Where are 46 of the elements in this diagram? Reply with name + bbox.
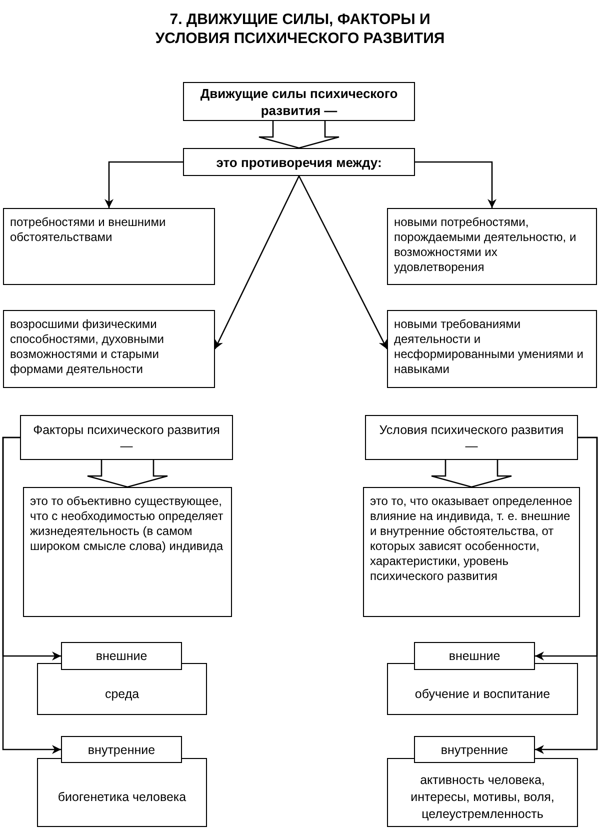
arrow (298, 176, 388, 350)
process-box (3, 310, 215, 388)
process-box (183, 82, 415, 121)
box-text: обучение и воспитание (414, 686, 550, 702)
process-box (20, 415, 233, 460)
block-arrow (86, 459, 168, 488)
process-box (387, 663, 578, 715)
box-text: биогенетика человека (58, 789, 186, 806)
box-text: это то, что оказывает определенное влияние на индивида, т. е. внешние и внутренние обстоятельства, от которых зависят особенности, характеристики, уровень психического развития (370, 494, 573, 584)
process-box (414, 642, 535, 670)
arrow (214, 176, 300, 350)
process-box (23, 487, 232, 617)
box-text: это противоречия между: (216, 154, 382, 170)
process-box (61, 736, 182, 763)
box-text: новыми потребностями, порождаемыми деятельностю, и возможностями их удовлетворения (394, 215, 578, 275)
box-text: это то объективно существующее, что с необходимостью определяет жизнедеятельность (в самом широком смысле слова) индивида (30, 494, 224, 554)
arrow (415, 161, 496, 208)
box-text: внутренние (440, 742, 508, 758)
process-box (387, 758, 578, 827)
box-text: активность человека, интересы, мотивы, воля, целеустремленность (410, 772, 556, 823)
process-box (387, 208, 597, 285)
box-text: внешние (448, 648, 500, 664)
process-box (363, 487, 580, 617)
box-text: Движущие силы психического развития — (199, 84, 399, 118)
process-box (387, 310, 597, 388)
box-text: Условия психического развития — (378, 422, 565, 454)
process-box (183, 148, 415, 176)
title: 7. ДВИЖУЩИЕ СИЛЫ, ФАКТОРЫ И УСЛОВИЯ ПСИХИЧЕСКОГО РАЗВИТИЯ (154, 10, 446, 48)
process-box (61, 642, 182, 670)
box-text: среда (104, 686, 140, 702)
box-text: возросшими физическими способностями, духовными возможностями и старыми формами деятельности (10, 317, 165, 377)
process-box (365, 415, 578, 460)
arrow (104, 161, 183, 208)
process-box (414, 736, 535, 763)
process-box (37, 758, 207, 827)
box-text: внутренние (88, 742, 156, 758)
process-box (3, 208, 215, 285)
arrow (2, 436, 61, 754)
block-arrow (258, 120, 340, 149)
block-arrow (430, 459, 512, 488)
box-text: Факторы психического развития — (32, 422, 221, 454)
arrow (535, 436, 598, 754)
box-text: потребностями и внешними обстоятельствами (10, 215, 167, 245)
box-text: новыми требованиями деятельности и несформированными умениями и навыками (394, 317, 585, 377)
box-text: внешние (96, 648, 148, 664)
process-box (37, 663, 207, 715)
